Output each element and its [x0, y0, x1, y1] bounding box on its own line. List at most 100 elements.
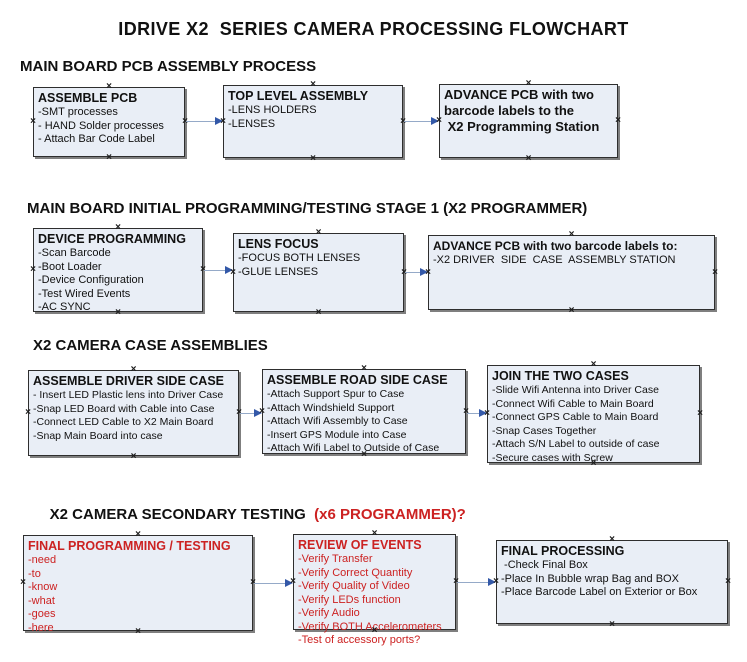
arrow-line: [457, 581, 490, 583]
flow-box-lens-focus: LENS FOCUS -FOCUS BOTH LENSES -GLUE LENS…: [233, 233, 404, 312]
connection-point-icon: [724, 578, 732, 586]
connection-point-icon: [19, 579, 27, 587]
box-line: -Insert GPS Module into Case: [267, 428, 407, 441]
box-line: -LENS HOLDERS: [228, 104, 317, 116]
arrow-line: [204, 269, 227, 271]
box-line: -SMT processes: [38, 106, 118, 118]
box-title: TOP LEVEL ASSEMBLY: [228, 89, 369, 103]
box-line: -Verify Audio: [298, 607, 360, 619]
connection-point-icon: [696, 410, 704, 418]
flow-arrow: [467, 409, 487, 418]
box-line: X2 Programming Station: [444, 119, 600, 134]
connection-point-icon: [130, 453, 138, 461]
box-line: -Connect LED Cable to X2 Main Board: [33, 416, 214, 428]
box-line: -Verify LEDs function: [298, 593, 401, 606]
box-line: -Attach Support Spur to Case: [267, 388, 405, 400]
connection-point-icon: [525, 155, 533, 163]
arrow-line: [186, 120, 217, 122]
box-line: barcode labels to the: [444, 103, 575, 118]
arrow-head-icon: [431, 117, 439, 125]
heading-red-part: (x6 PROGRAMMER)?: [314, 506, 466, 523]
heading-black-part: X2 CAMERA SECONDARY TESTING: [49, 506, 315, 523]
box-line: -what: [28, 594, 55, 607]
box-line: -Attach S/N Label to outside of case: [492, 438, 660, 450]
box-line: -X2 DRIVER SIDE CASE ASSEMBLY STATION: [433, 254, 676, 266]
box-line: -goes: [28, 608, 56, 620]
box-line: -FOCUS BOTH LENSES: [238, 252, 361, 264]
flow-box-join-the-two-cases: JOIN THE TWO CASES -Slide Wifi Antenna i…: [487, 365, 700, 464]
box-line: -Verify BOTH Accelerometers: [298, 620, 442, 633]
box-line: -Place In Bubble wrap Bag and BOX: [501, 572, 679, 585]
flow-box-advance-pcb-programming-station: ADVANCE PCB with two barcode labels to t…: [439, 84, 618, 158]
flow-box-top-level-assembly: TOP LEVEL ASSEMBLY -LENS HOLDERS -LENSES: [223, 85, 403, 158]
box-line: -Test of accessory ports?: [298, 634, 421, 646]
arrow-line: [254, 582, 287, 584]
arrow-head-icon: [254, 409, 262, 417]
flow-box-assemble-road-side-case: ASSEMBLE ROAD SIDE CASE -Attach Support …: [262, 369, 466, 454]
box-line: - Attach Bar Code Label: [38, 133, 155, 145]
box-line: -GLUE LENSES: [238, 265, 319, 278]
box-line: -Secure cases with Screw: [492, 451, 613, 464]
flow-arrow: [254, 579, 293, 588]
box-line: -Snap LED Board with Cable into Case: [33, 402, 215, 415]
flow-box-device-programming: DEVICE PROGRAMMING -Scan Barcode -Boot L…: [33, 228, 203, 313]
box-line: -Boot Loader: [38, 260, 102, 273]
arrow-head-icon: [479, 409, 487, 417]
section-heading-pcb-assembly: MAIN BOARD PCB ASSEMBLY PROCESS: [20, 58, 317, 75]
flow-arrow: [186, 117, 223, 126]
flow-arrow: [404, 117, 439, 126]
flow-box-review-of-events: REVIEW OF EVENTS -Verify Transfer -Verif…: [293, 534, 456, 646]
box-line: -Place Barcode Label on Exterior or Box: [501, 586, 698, 598]
box-title: ADVANCE PCB with two barcode labels to:: [433, 239, 678, 253]
box-line: -Device Configuration: [38, 274, 144, 286]
box-line: - Insert LED Plastic lens into Driver Ca…: [33, 389, 224, 401]
connection-point-icon: [315, 309, 323, 317]
flow-arrow: [240, 409, 262, 418]
arrow-line: [467, 412, 481, 414]
box-line: -Attach Wifi Label to Outside of Case: [267, 442, 440, 454]
arrow-line: [240, 412, 256, 414]
box-title: ASSEMBLE DRIVER SIDE CASE: [33, 374, 225, 388]
connection-point-icon: [309, 155, 317, 163]
section-heading-secondary-testing: X2 CAMERA SECONDARY TESTING (x6 PROGRAMM…: [33, 489, 466, 540]
connection-point-icon: [608, 621, 616, 629]
box-line: - HAND Solder processes: [38, 119, 164, 132]
box-line: -Scan Barcode: [38, 247, 111, 259]
box-title: ASSEMBLE ROAD SIDE CASE: [267, 373, 448, 387]
arrow-head-icon: [420, 268, 428, 276]
arrow-head-icon: [225, 266, 233, 274]
box-line: -Snap Main Board into case: [33, 429, 163, 442]
box-title: FINAL PROCESSING: [501, 544, 625, 558]
box-title: LENS FOCUS: [238, 237, 319, 251]
box-line: -Attach Wifi Assembly to Case: [267, 415, 408, 427]
connection-point-icon: [29, 266, 37, 274]
flow-arrow: [204, 266, 233, 275]
box-line: -LENSES: [228, 117, 276, 130]
flow-box-final-programming-testing: FINAL PROGRAMMING / TESTING -need -to -k…: [23, 535, 253, 634]
box-line: -Check Final Box: [501, 559, 588, 571]
flow-arrow: [405, 268, 428, 277]
arrow-head-icon: [488, 578, 496, 586]
box-line: -Connect Wifi Cable to Main Board: [492, 397, 654, 410]
box-title: FINAL PROGRAMMING / TESTING: [28, 539, 231, 553]
box-line: -know: [28, 581, 58, 593]
box-line: ADVANCE PCB with two: [444, 87, 594, 102]
box-line: -here: [28, 621, 54, 634]
box-title: JOIN THE TWO CASES: [492, 369, 629, 383]
box-line: -Verify Quality of Video: [298, 580, 410, 592]
arrow-line: [404, 120, 433, 122]
connection-point-icon: [29, 118, 37, 126]
connection-point-icon: [711, 269, 719, 277]
box-title: REVIEW OF EVENTS: [298, 538, 422, 552]
box-line: -Verify Correct Quantity: [298, 566, 413, 579]
page-title: IDRIVE X2 SERIES CAMERA PROCESSING FLOWC…: [118, 19, 629, 39]
section-heading-initial-programming: MAIN BOARD INITIAL PROGRAMMING/TESTING S…: [27, 200, 588, 217]
box-line: -Slide Wifi Antenna into Driver Case: [492, 384, 659, 396]
flow-box-advance-pcb-driver-side: ADVANCE PCB with two barcode labels to: …: [428, 235, 715, 310]
connection-point-icon: [24, 409, 32, 417]
box-line: -Snap Cases Together: [492, 424, 597, 437]
box-line: -Connect GPS Cable to Main Board: [492, 411, 659, 423]
section-heading-case-assemblies: X2 CAMERA CASE ASSEMBLIES: [33, 337, 268, 354]
arrow-head-icon: [285, 579, 293, 587]
